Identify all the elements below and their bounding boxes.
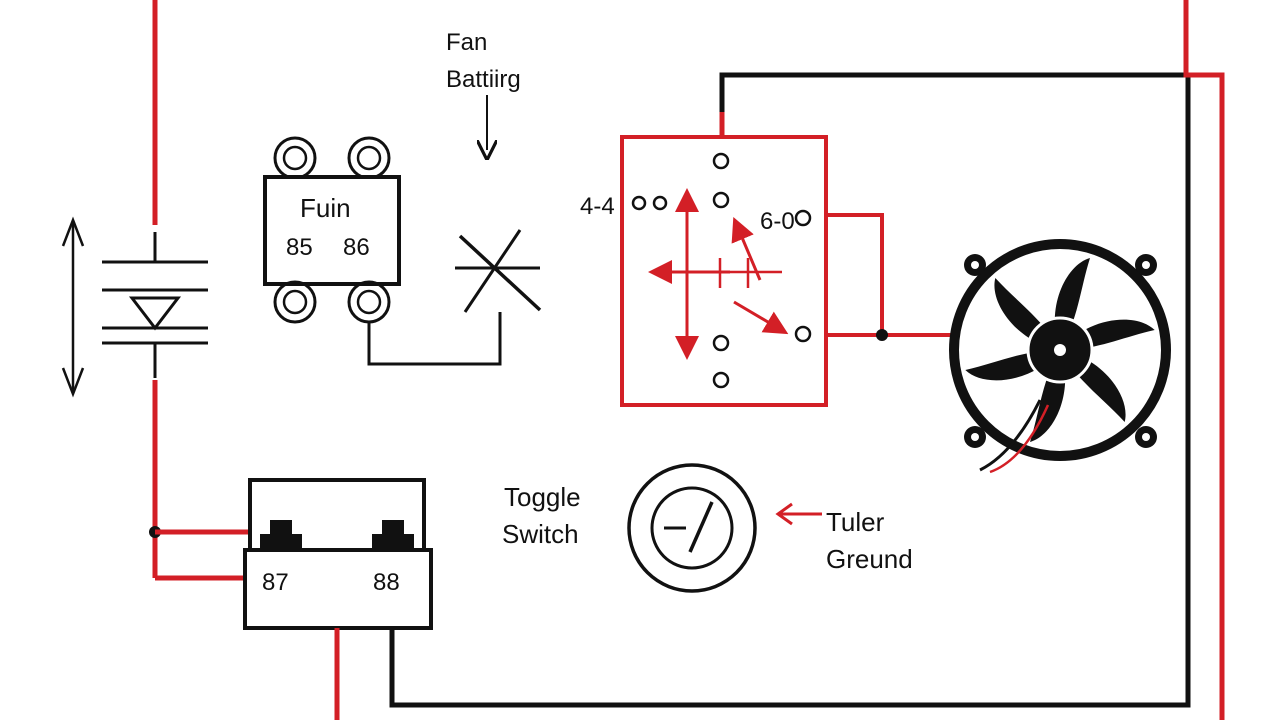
fuse-label: Fuin [300,193,351,223]
switch-symbol [455,229,542,313]
wire-black-main [389,72,1191,708]
junction-dot [876,329,888,341]
relay-pin-left-label: 4-4 [580,193,615,220]
double-arrow-icon [61,216,85,398]
battery-symbol [102,0,250,581]
bottom-relay-pin-88: 88 [373,569,400,596]
relay [389,72,1191,708]
toggle-switch-icon [627,463,757,593]
title-line-1: Fan [446,29,488,56]
ground-label-1: Tulеr [826,507,885,537]
fuse-pin-86: 86 [343,234,370,261]
ground-label-2: Greund [826,544,913,574]
wire-red-right [1183,0,1225,720]
fuse-block [263,136,502,366]
diode-icon [128,296,182,331]
fan-icon [949,239,1171,474]
title-line-2: Battiirg [446,66,521,93]
ground-arrow-icon [775,502,822,526]
bottom-relay [243,478,433,720]
fuse-pin-85: 85 [286,234,313,261]
relay-pin-right-label: 6-0 [760,208,795,235]
bottom-relay-pin-87: 87 [262,569,289,596]
toggle-switch-label-2: Switch [502,519,579,549]
toggle-switch-label-1: Toggle [504,482,581,512]
